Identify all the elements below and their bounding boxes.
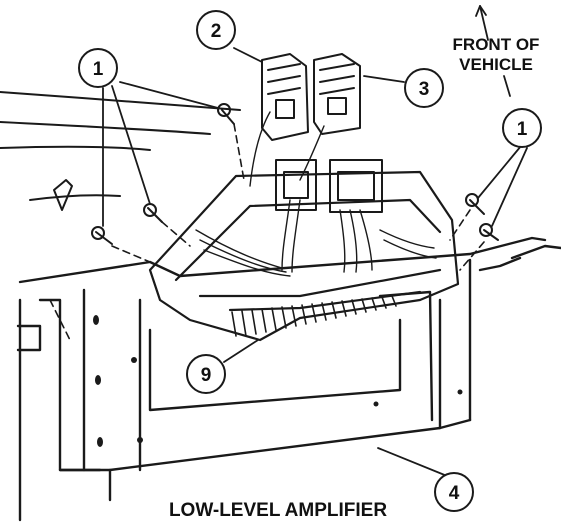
callout-1-left-number: 1	[93, 59, 104, 80]
screw-fasteners	[91, 103, 499, 245]
harness-connector-3	[313, 53, 361, 135]
callout-9: 9	[186, 354, 226, 394]
callout-2: 2	[196, 10, 236, 50]
wire-harness	[195, 111, 437, 277]
callout-4-number: 4	[449, 483, 460, 504]
mounting-bracket	[16, 236, 561, 522]
callout-1-left: 1	[78, 48, 118, 88]
callout-2-number: 2	[211, 21, 222, 42]
leader-lines	[102, 47, 528, 479]
callout-3-number: 3	[419, 79, 430, 100]
bracket-holes	[93, 315, 463, 447]
harness-connector-2	[261, 53, 309, 141]
diagram-title: LOW-LEVEL AMPLIFIER	[169, 500, 387, 521]
dashboard-rails	[0, 91, 241, 211]
callout-1-right-number: 1	[517, 119, 528, 140]
direction-label-line1: FRONT OF	[453, 35, 540, 54]
callout-1-right: 1	[502, 108, 542, 148]
callout-4: 4	[434, 472, 474, 512]
heat-sink-fins	[231, 295, 397, 337]
amp-connector-blocks	[275, 159, 383, 213]
direction-label-line2: VEHICLE	[459, 55, 533, 74]
install-guide-lines	[49, 123, 485, 341]
front-direction-arrow	[475, 5, 511, 97]
callout-3: 3	[404, 68, 444, 108]
callout-9-number: 9	[201, 365, 212, 386]
